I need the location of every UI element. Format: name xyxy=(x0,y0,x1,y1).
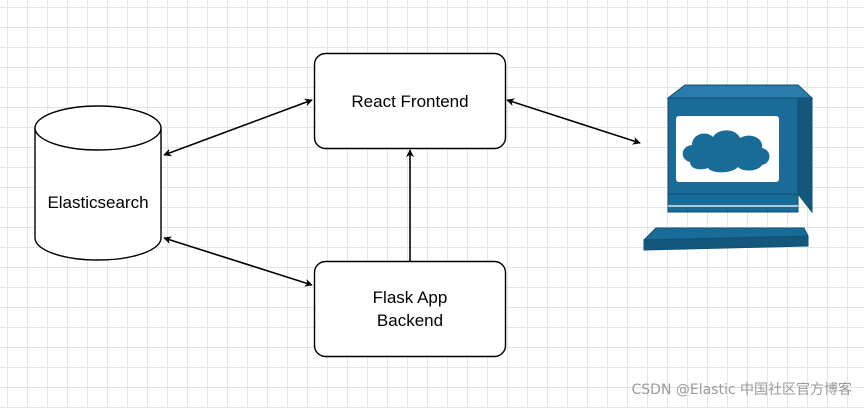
elasticsearch-cylinder[interactable] xyxy=(34,105,162,261)
edge-elasticsearch-flask xyxy=(163,236,313,287)
edge-react-computer xyxy=(506,98,641,145)
elasticsearch-label: Elasticsearch xyxy=(47,192,149,212)
computer-terminal-icon xyxy=(643,84,814,251)
edge-elasticsearch-react xyxy=(163,98,313,157)
watermark-text: CSDN @Elastic 中国社区官方博客 xyxy=(631,382,853,398)
flask-backend-label: Flask App Backend xyxy=(372,288,448,330)
flask-backend-box[interactable] xyxy=(313,260,507,358)
react-frontend-label: React Frontend xyxy=(351,91,469,111)
react-frontend-box[interactable] xyxy=(313,52,507,150)
